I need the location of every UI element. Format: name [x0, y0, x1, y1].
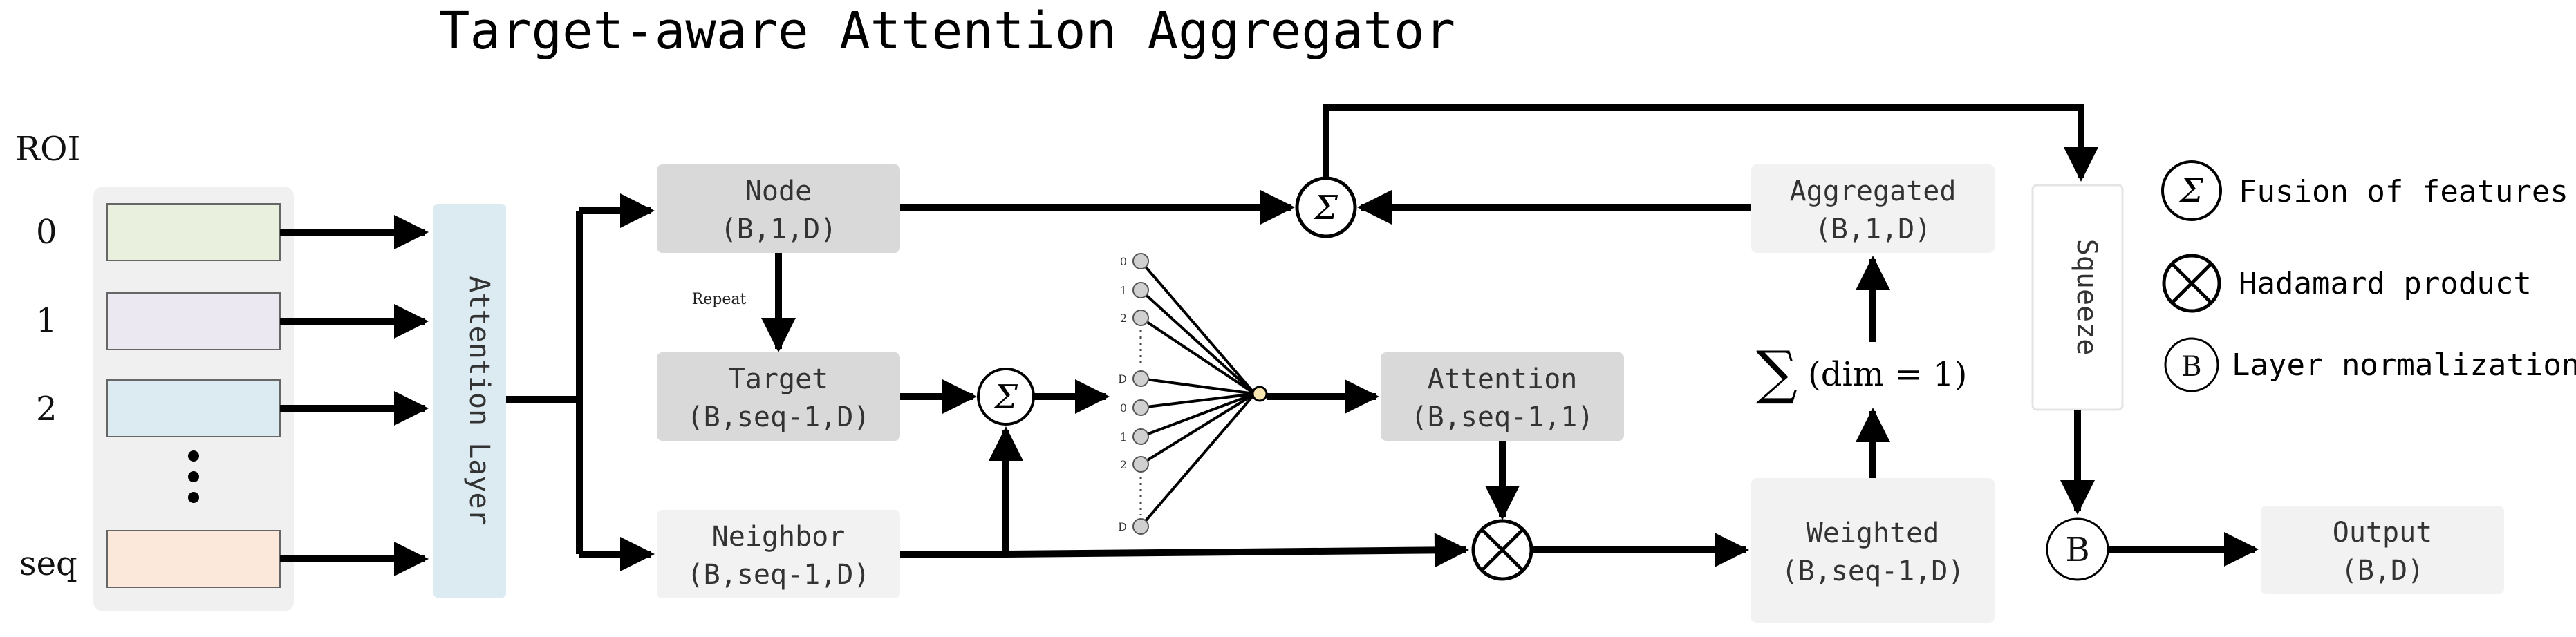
fusion-sigma-top: Σ — [1295, 176, 1357, 238]
attention-label: Attention — [1428, 363, 1578, 395]
attention-box — [1381, 352, 1624, 441]
nn-node-2a — [1132, 310, 1149, 326]
node-shape: (B,1,D) — [720, 213, 837, 245]
nn-node-1b — [1132, 428, 1149, 445]
neighbor-box — [657, 510, 900, 598]
target-box — [657, 352, 900, 441]
sum-symbol: ∑ — [1756, 339, 1798, 406]
nn-node-0a — [1132, 253, 1149, 269]
weighted-shape: (B,seq-1,D) — [1782, 555, 1965, 587]
arrow-sigma-to-squeeze — [1323, 104, 2098, 182]
nn-node-0b — [1132, 399, 1149, 416]
attention-layer-box — [433, 204, 506, 598]
nn-node-1a — [1132, 282, 1149, 298]
nn-label-1a: 1 — [1120, 284, 1127, 297]
roi-label-1: 1 — [36, 301, 57, 340]
attention-layer-label: Attention Layer — [463, 276, 495, 525]
roi-feature-2 — [106, 379, 281, 437]
roi-item-2: 2 — [36, 379, 281, 437]
layer-norm-node: B — [2046, 517, 2109, 581]
attention-shape: (B,seq-1,1) — [1411, 401, 1594, 433]
nn-label-db: D — [1118, 520, 1127, 533]
legend-item-layernorm: B Layer normalization — [2164, 337, 2576, 392]
output-shape: (B,D) — [2341, 555, 2424, 587]
roi-header: ROI — [15, 130, 80, 169]
roi-feature-seq — [106, 530, 281, 588]
nn-node-da — [1132, 370, 1149, 387]
legend-layernorm-text: Layer normalization — [2232, 348, 2576, 383]
roi-label-2: 2 — [36, 390, 57, 428]
arrow-neighbor-to-hadamard — [900, 533, 1469, 568]
diagram-title: Target-aware Attention Aggregator — [439, 1, 1455, 61]
repeat-label: Repeat — [692, 291, 747, 308]
nn-label-2b: 2 — [1120, 458, 1127, 471]
hadamard-product — [1471, 519, 1533, 581]
node-box — [657, 164, 900, 253]
aggregated-shape: (B,1,D) — [1815, 213, 1932, 245]
aggregated-label: Aggregated — [1790, 175, 1957, 207]
legend-hadamard-text: Hadamard product — [2239, 266, 2532, 301]
neighbor-shape: (B,seq-1,D) — [687, 559, 870, 591]
target-shape: (B,seq-1,D) — [687, 401, 870, 433]
sigma-symbol-middle: Σ — [993, 378, 1018, 417]
output-label: Output — [2333, 517, 2433, 549]
output-box — [2261, 506, 2504, 594]
nn-label-0b: 0 — [1120, 401, 1127, 415]
legend: Σ Fusion of features Hadamard product B … — [2161, 160, 2576, 392]
nn-label-0a: 0 — [1120, 255, 1127, 268]
aggregated-box — [1751, 164, 1995, 253]
sum-dim-text: (dim = 1) — [1808, 355, 1967, 394]
node-label: Node — [745, 175, 812, 207]
legend-b-symbol: B — [2181, 351, 2201, 383]
nn-label-da: D — [1118, 372, 1127, 386]
squeeze-label: Squeeze — [2071, 239, 2102, 356]
target-label: Target — [729, 363, 829, 395]
roi-feature-1 — [106, 292, 281, 350]
sum-operation-label: ∑ (dim = 1) — [1756, 339, 1967, 406]
fusion-sigma-middle: Σ — [977, 368, 1035, 426]
roi-item-seq: seq — [19, 530, 281, 588]
nn-label-1b: 1 — [1120, 430, 1127, 444]
legend-fusion-text: Fusion of features — [2239, 174, 2568, 209]
nn-fan-in: 0 1 2 D 0 1 2 D — [1118, 253, 1268, 535]
roi-item-1: 1 — [36, 292, 281, 350]
weighted-box — [1751, 478, 1995, 623]
legend-sigma-symbol: Σ — [2178, 171, 2204, 210]
legend-item-fusion: Σ Fusion of features — [2161, 160, 2568, 221]
roi-feature-0 — [106, 203, 281, 261]
nn-output-node — [1251, 386, 1268, 402]
neighbor-label: Neighbor — [712, 521, 846, 553]
sigma-symbol-top: Σ — [1313, 189, 1338, 227]
roi-label-seq: seq — [19, 544, 77, 583]
layer-norm-symbol: B — [2065, 531, 2089, 569]
roi-ellipsis — [188, 450, 199, 503]
nn-label-2a: 2 — [1120, 312, 1127, 325]
nn-node-db — [1132, 518, 1149, 535]
roi-label-0: 0 — [36, 213, 57, 251]
nn-node-2b — [1132, 456, 1149, 473]
roi-item-0: 0 — [36, 203, 281, 261]
weighted-label: Weighted — [1807, 517, 1940, 549]
legend-item-hadamard: Hadamard product — [2162, 254, 2532, 313]
